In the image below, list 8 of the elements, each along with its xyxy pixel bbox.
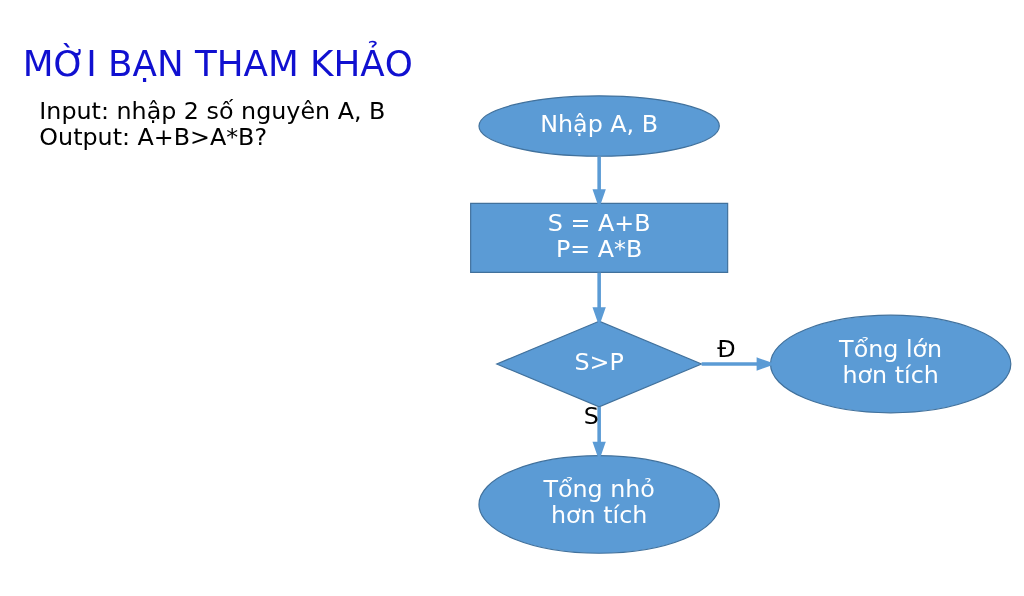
- node-ellipse: Tổng lớn hơn tích: [769, 314, 1012, 414]
- label: Input: nhập 2 số nguyên A, B: [39, 96, 386, 125]
- node-diamond: S>P: [495, 320, 703, 408]
- label: Output: A+B>A*B?: [39, 123, 268, 152]
- node-ellipse: Nhập A, B: [478, 95, 720, 157]
- node-box: S = A+B P= A*B: [470, 202, 729, 273]
- node-ellipse: Tổng nhỏ hơn tích: [478, 455, 720, 554]
- edge-label: Đ: [717, 334, 736, 363]
